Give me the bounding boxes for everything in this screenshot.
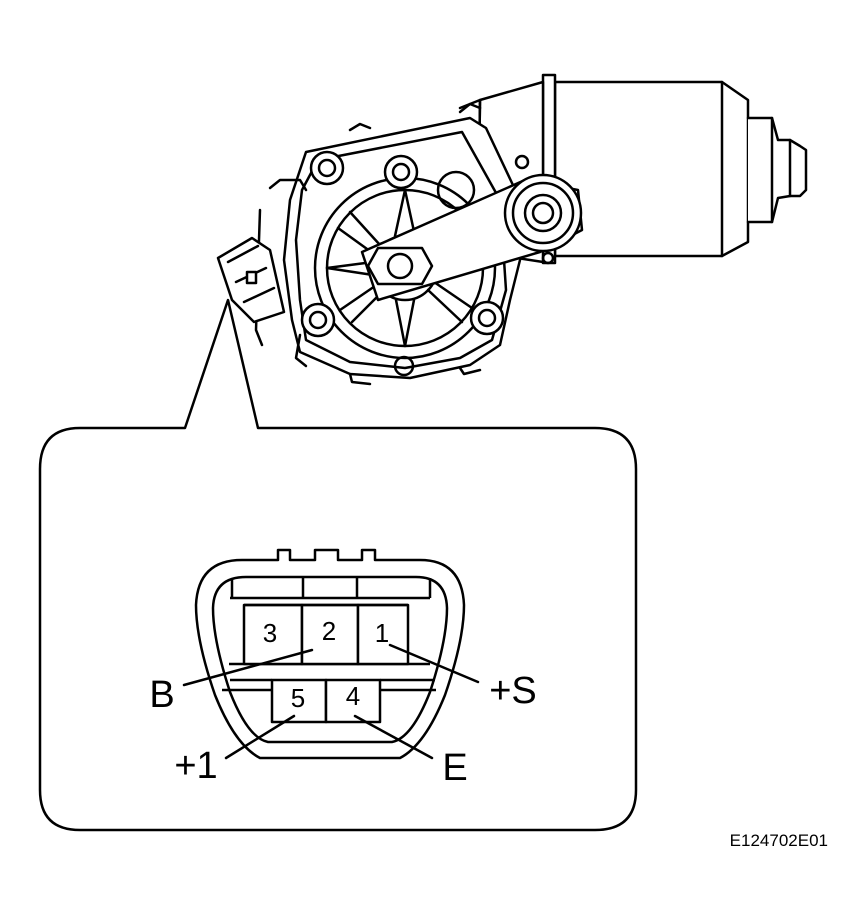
terminal-label-e: E	[442, 747, 467, 789]
figure-code: E124702E01	[730, 831, 828, 850]
pin-number-4: 4	[346, 681, 360, 711]
mounting-bosses	[300, 150, 555, 377]
pin-5-cavity	[270, 678, 328, 724]
leader-plus-1	[224, 714, 296, 760]
wiper-motor-illustration	[216, 73, 808, 386]
pin-number-5: 5	[291, 683, 305, 713]
pin-number-3: 3	[263, 618, 277, 648]
terminal-label-b: B	[149, 674, 174, 716]
connector-face	[194, 548, 466, 760]
crank-arm	[360, 173, 584, 302]
terminal-label-plus-s: +S	[489, 670, 537, 712]
leader-lines	[182, 643, 480, 760]
pin-number-2: 2	[322, 616, 336, 646]
leader-plus-s	[388, 643, 480, 684]
terminal-label-plus-1: +1	[174, 745, 217, 787]
leader-e	[353, 714, 434, 760]
pin-number-1: 1	[375, 618, 389, 648]
leader-b	[182, 648, 314, 687]
motor-connector	[216, 236, 286, 324]
pin-2-cavity	[300, 603, 360, 666]
pin-4-cavity	[324, 678, 382, 724]
